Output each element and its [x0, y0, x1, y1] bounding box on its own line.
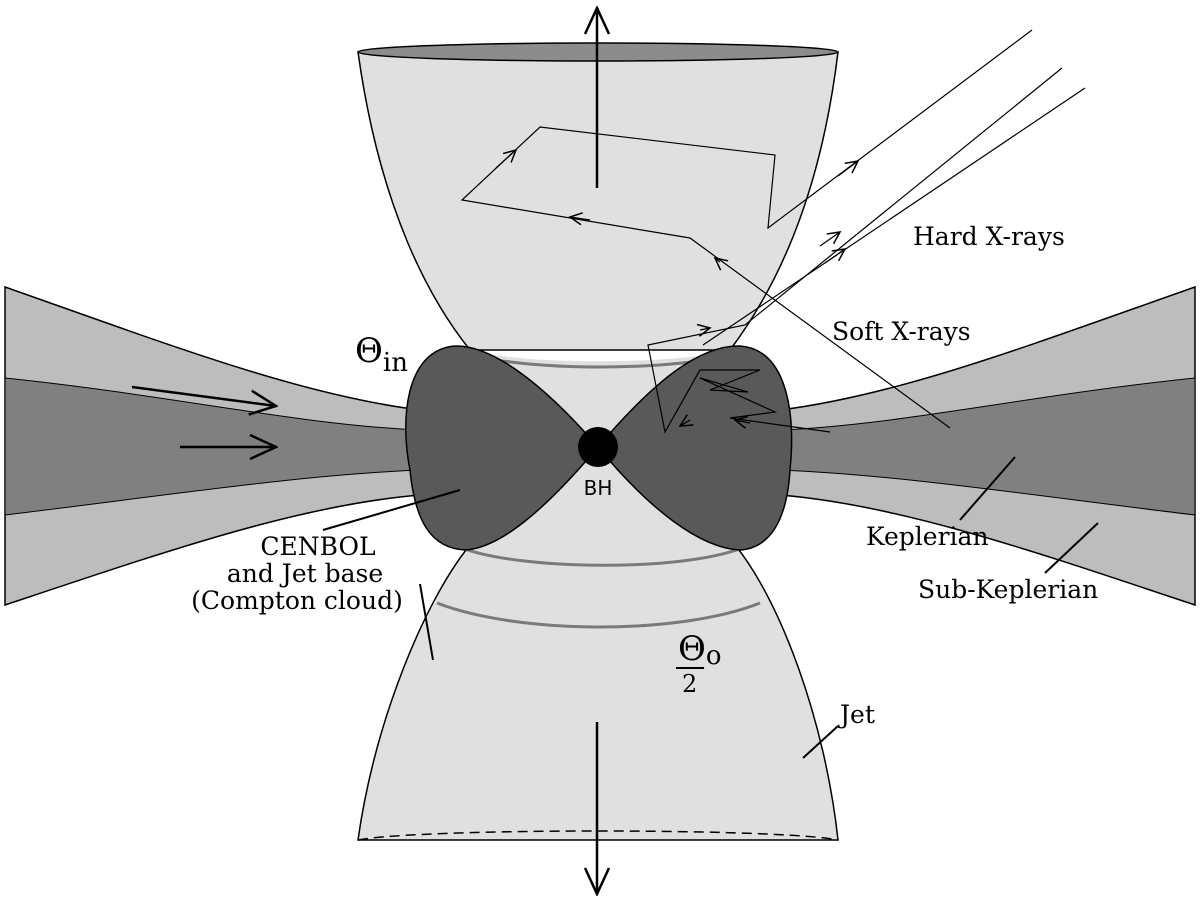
cenbol-label-line3: (Compton cloud): [191, 586, 403, 615]
hard-xray-ray: [702, 87, 1086, 346]
keplerian-leader: [959, 456, 1016, 521]
compton-leader: [419, 583, 434, 661]
cenbol-leader: [322, 489, 461, 531]
photon-path-cenbol: [647, 67, 1063, 434]
cenbol-label-line2: and Jet base: [227, 559, 383, 588]
sub-keplerian-leader: [1044, 522, 1099, 574]
theta-o-arc: [436, 601, 761, 629]
theta-o-label: Θo: [678, 629, 722, 671]
cenbol-left-lobe: [405, 345, 599, 551]
photon-arrowhead: [678, 414, 694, 427]
photon-arrowhead: [819, 231, 842, 247]
lower-jet-rim-dashed: [357, 830, 839, 841]
jet-label: Jet: [837, 700, 875, 729]
theta-o-symbol: Θ: [678, 629, 706, 669]
theta-in-subscript: in: [383, 348, 408, 378]
photon-arrowhead: [495, 148, 518, 169]
hard-xrays-label: Hard X-rays: [913, 222, 1065, 251]
theta-in-label: Θin: [355, 331, 408, 378]
soft-xrays-label: Soft X-rays: [832, 317, 971, 346]
theta-o-subscript: o: [706, 641, 722, 671]
black-hole: [578, 427, 618, 467]
photon-path-scattered: [460, 29, 1033, 429]
bh-label: BH: [584, 476, 613, 500]
inflow-arrow-upper: [131, 385, 276, 406]
theta-o-denominator: 2: [682, 670, 697, 698]
cenbol-label-line1: CENBOL: [260, 532, 375, 561]
jet-leader: [802, 725, 839, 759]
photon-arrowhead: [824, 248, 847, 264]
theta-in-symbol: Θ: [355, 331, 383, 371]
photon-arrowhead: [696, 323, 712, 337]
photon-arrowhead: [837, 159, 860, 177]
photon-arrowhead: [568, 212, 591, 226]
sub-keplerian-label: Sub-Keplerian: [918, 575, 1098, 604]
keplerian-label: Keplerian: [866, 522, 989, 551]
photon-arrowhead: [733, 415, 751, 429]
photon-arrowhead: [713, 256, 729, 271]
lower-arc-1: [461, 546, 743, 567]
